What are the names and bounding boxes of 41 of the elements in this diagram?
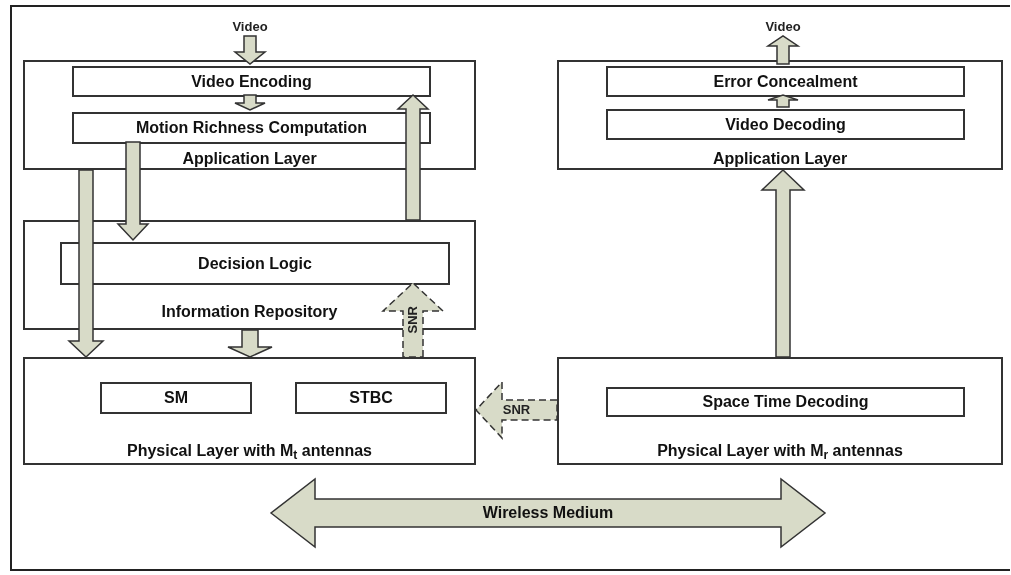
process-label: Space Time Decoding bbox=[702, 392, 869, 412]
layer-label: Application Layer bbox=[182, 149, 317, 169]
layer-box bbox=[557, 357, 1003, 465]
block-arrow bbox=[767, 94, 799, 108]
process-label: Motion Richness Computation bbox=[135, 118, 368, 138]
process-label: Error Concealment bbox=[713, 71, 858, 92]
process-label: Video Decoding bbox=[725, 114, 846, 135]
block-arrow bbox=[227, 329, 273, 358]
block-arrow bbox=[760, 168, 806, 358]
process-box bbox=[72, 66, 431, 97]
process-box bbox=[60, 242, 450, 285]
process-label: SM bbox=[164, 388, 188, 408]
block-arrow bbox=[474, 380, 558, 440]
layer-label: Physical Layer with M$_{r}$ antennas bbox=[657, 441, 903, 463]
process-box bbox=[72, 112, 431, 144]
video-label: Video bbox=[232, 18, 268, 37]
layer-label: Application Layer bbox=[712, 149, 848, 169]
process-box bbox=[606, 109, 965, 140]
edge-label: SNR bbox=[502, 401, 531, 420]
process-box bbox=[295, 382, 447, 414]
medium-label: Wireless Medium bbox=[482, 503, 614, 523]
block-arrow bbox=[381, 281, 445, 358]
video-label: Video bbox=[765, 18, 801, 37]
process-label: Video Encoding bbox=[191, 71, 312, 92]
block-arrow bbox=[116, 141, 150, 242]
layer-label: Information Repository bbox=[161, 302, 338, 322]
layer-box bbox=[23, 357, 476, 465]
process-box bbox=[606, 387, 965, 417]
process-box bbox=[606, 66, 965, 97]
process-label: STBC bbox=[349, 388, 393, 408]
block-arrow bbox=[396, 93, 430, 221]
block-arrow bbox=[765, 35, 801, 65]
layer-label: Physical Layer with M$_{t}$ antennas bbox=[127, 441, 372, 463]
block-arrow bbox=[67, 169, 105, 359]
edge-label: SNR bbox=[404, 306, 422, 334]
process-label: Decision Logic bbox=[198, 253, 312, 274]
block-arrow bbox=[232, 35, 268, 65]
layer-box bbox=[23, 60, 476, 170]
layer-box bbox=[557, 60, 1003, 170]
process-box bbox=[100, 382, 252, 414]
block-arrow bbox=[234, 94, 266, 111]
